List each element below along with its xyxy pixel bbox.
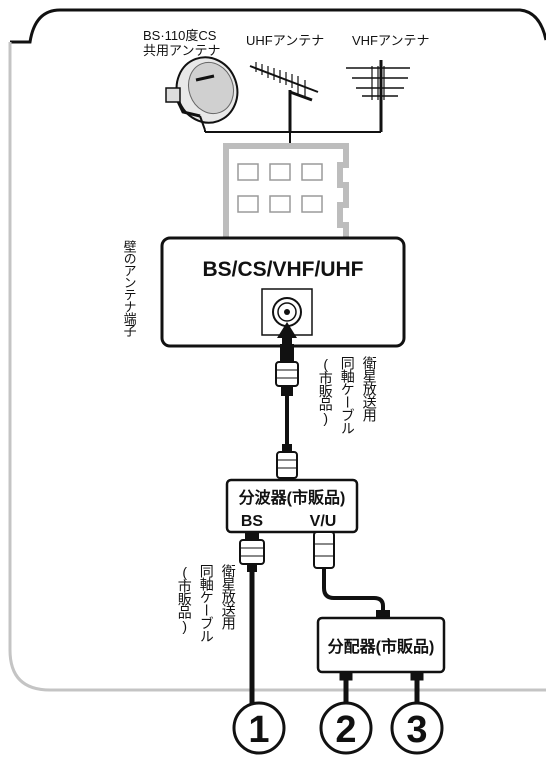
output-3: 3 xyxy=(390,701,444,755)
bs-cs-antenna-label-1: BS·110度CS xyxy=(143,28,217,43)
upper-cable-label-col1: 衛星放送用 xyxy=(361,356,378,421)
distributor-title: 分配器(市販品) xyxy=(328,637,435,656)
uhf-antenna-label: UHFアンテナ xyxy=(246,33,324,48)
upper-coax-cable xyxy=(275,344,299,479)
wall-terminal-side-label: 壁のアンテナ端子 xyxy=(121,240,137,336)
upper-cable-label-col2: 同軸ケーブル xyxy=(339,356,356,434)
bs-cs-antenna-label-2: 共用アンテナ xyxy=(143,43,220,58)
splitter-title: 分波器(市販品) xyxy=(239,488,346,507)
wall-terminal-title: BS/CS/VHF/UHF xyxy=(202,258,363,281)
splitter-box xyxy=(225,478,359,534)
lower-cable-label-col3: (市販品) xyxy=(176,564,193,633)
distributor-box xyxy=(316,616,446,674)
output-1: 1 xyxy=(232,701,286,755)
bs-coax-cable xyxy=(239,532,265,708)
vhf-antenna-label: VHFアンテナ xyxy=(352,33,429,48)
output-1-label: 1 xyxy=(248,709,269,751)
frame-border xyxy=(10,8,546,44)
vu-coax-cable xyxy=(313,531,390,618)
output-2: 2 xyxy=(319,701,373,755)
output-3-label: 3 xyxy=(406,709,427,751)
connect-arrow-icon xyxy=(277,322,297,346)
frame-border-gray xyxy=(8,42,546,692)
upper-cable-label-col3: (市販品) xyxy=(317,356,334,425)
building-windows xyxy=(237,163,323,213)
lower-cable-label-col1: 衛星放送用 xyxy=(220,564,237,629)
splitter-port-vu: V/U xyxy=(310,513,337,530)
output-2-label: 2 xyxy=(335,709,356,751)
vhf-antenna-icon xyxy=(346,60,410,132)
uhf-antenna-icon xyxy=(249,62,319,132)
splitter-port-bs: BS xyxy=(241,513,264,530)
lower-cable-label-col2: 同軸ケーブル xyxy=(198,564,215,642)
satellite-dish-icon xyxy=(165,56,239,131)
